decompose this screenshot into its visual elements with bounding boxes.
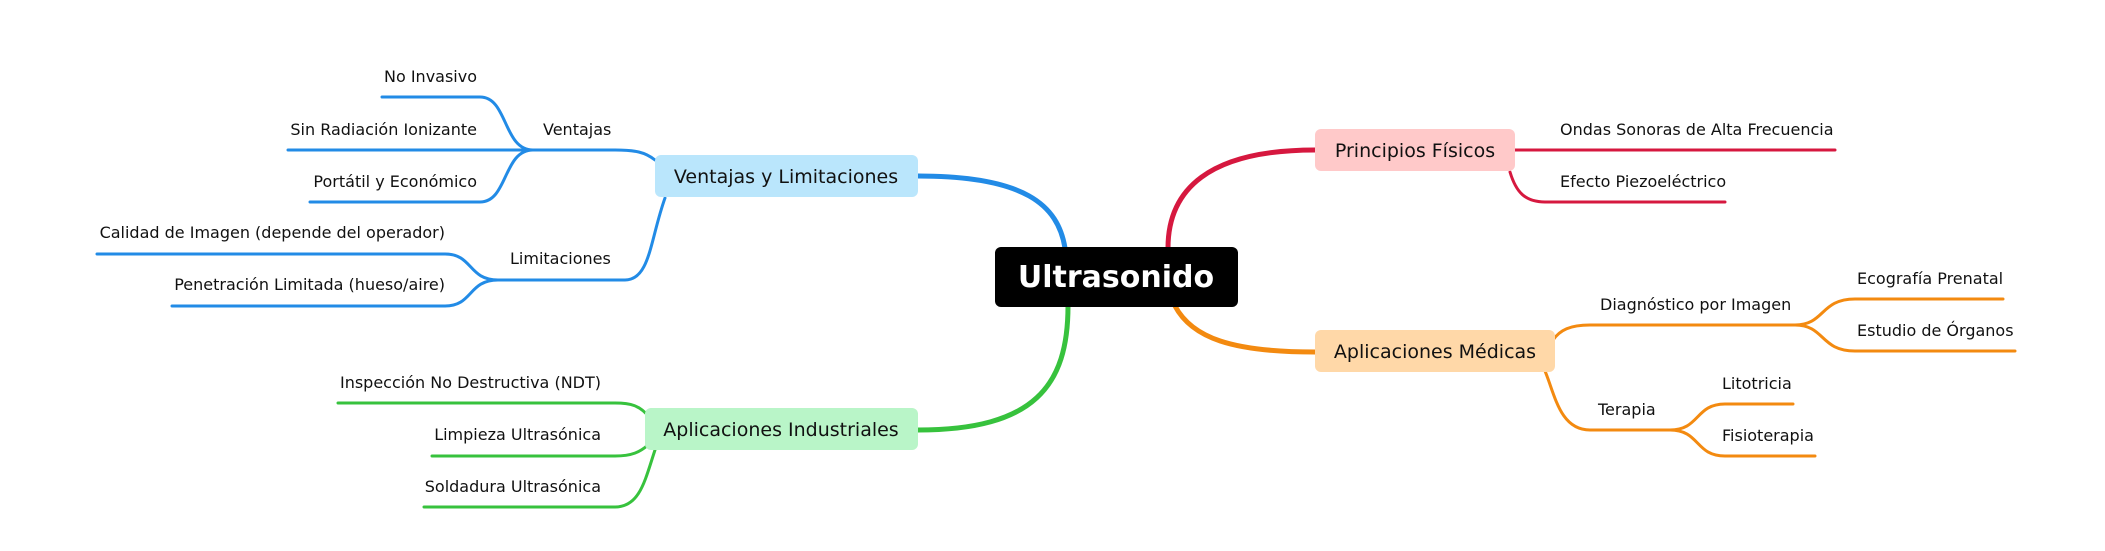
node-aplicaciones-industriales-box [645,408,918,450]
leaf-efecto-piezoelectrico[interactable]: Efecto Piezoeléctrico [1560,172,1726,191]
leaf-no-invasivo[interactable]: No Invasivo [384,67,477,86]
root-label: Ultrasonido [1018,260,1214,295]
edge-limitaciones-calidad [95,252,500,282]
edge-root-ventajas [915,173,1068,251]
leaf-ecografia-prenatal[interactable]: Ecografía Prenatal [1857,269,2003,288]
edge-root-industriales [915,303,1071,433]
node-ventajas-limitaciones[interactable]: Ventajas y Limitaciones [655,155,918,197]
edge-terapia-litotricia [1668,402,1795,432]
edge-terapia-fisioterapia [1668,428,1817,458]
leaf-inspeccion-ndt[interactable]: Inspección No Destructiva (NDT) [340,373,601,392]
leaf-portatil[interactable]: Portátil y Económico [313,172,477,191]
edge-diagnostico-organos [1793,323,2017,353]
node-ventajas-limitaciones-label: Ventajas y Limitaciones [674,166,898,188]
leaf-limpieza-ultrasonica[interactable]: Limpieza Ultrasónica [434,425,601,444]
edges [95,95,2017,509]
edge-ind-soldadura [422,448,657,509]
subnode-ventajas[interactable]: Ventajas [543,120,611,139]
node-principios-fisicos-box [1315,129,1515,171]
root-node[interactable]: Ultrasonido [995,247,1238,307]
node-aplicaciones-industriales[interactable]: Aplicaciones Industriales [645,408,918,450]
leaf-litotricia[interactable]: Litotricia [1722,374,1792,393]
node-principios-fisicos-label: Principios Físicos [1335,140,1495,162]
edge-limitaciones-penetracion [170,278,500,308]
node-principios-fisicos[interactable]: Principios Físicos [1315,129,1515,171]
edge-principios-piezo [1508,170,1727,204]
node-ventajas-limitaciones-box [655,155,918,197]
subnode-terapia[interactable]: Terapia [1597,400,1656,419]
leaf-soldadura-ultrasonica[interactable]: Soldadura Ultrasónica [425,477,601,496]
edge-medicas-terapia [1543,369,1672,432]
leaf-sin-radiacion[interactable]: Sin Radiación Ionizante [290,120,477,139]
leaf-fisioterapia[interactable]: Fisioterapia [1722,426,1814,445]
node-aplicaciones-medicas[interactable]: Aplicaciones Médicas [1315,330,1555,372]
edge-diagnostico-ecografia [1793,297,2005,327]
node-aplicaciones-medicas-label: Aplicaciones Médicas [1334,341,1536,363]
node-aplicaciones-medicas-box [1315,330,1555,372]
edge-root-principios [1165,147,1318,251]
edge-vl-limitaciones [496,196,667,282]
edge-ind-limpieza [430,443,650,458]
leaf-calidad-de-imagen[interactable]: Calidad de Imagen (depende del operador) [100,223,445,242]
edge-vl-ventajas [531,148,657,162]
edge-ind-ndt [336,401,652,420]
subnode-limitaciones[interactable]: Limitaciones [510,249,611,268]
leaf-estudio-de-organos[interactable]: Estudio de Órganos [1857,321,2014,340]
leaf-ondas-sonoras[interactable]: Ondas Sonoras de Alta Frecuencia [1560,120,1834,139]
edge-root-aplicaciones-medicas [1172,303,1318,355]
edge-medicas-diagnostico [1551,323,1797,342]
leaf-penetracion-limitada[interactable]: Penetración Limitada (hueso/aire) [174,275,445,294]
edge-ventajas-noinvasivo [380,95,535,152]
root-node-box [995,247,1238,307]
node-aplicaciones-industriales-label: Aplicaciones Industriales [663,419,898,441]
edge-ventajas-portatil [308,148,535,204]
subnode-diagnostico-por-imagen[interactable]: Diagnóstico por Imagen [1600,295,1791,314]
